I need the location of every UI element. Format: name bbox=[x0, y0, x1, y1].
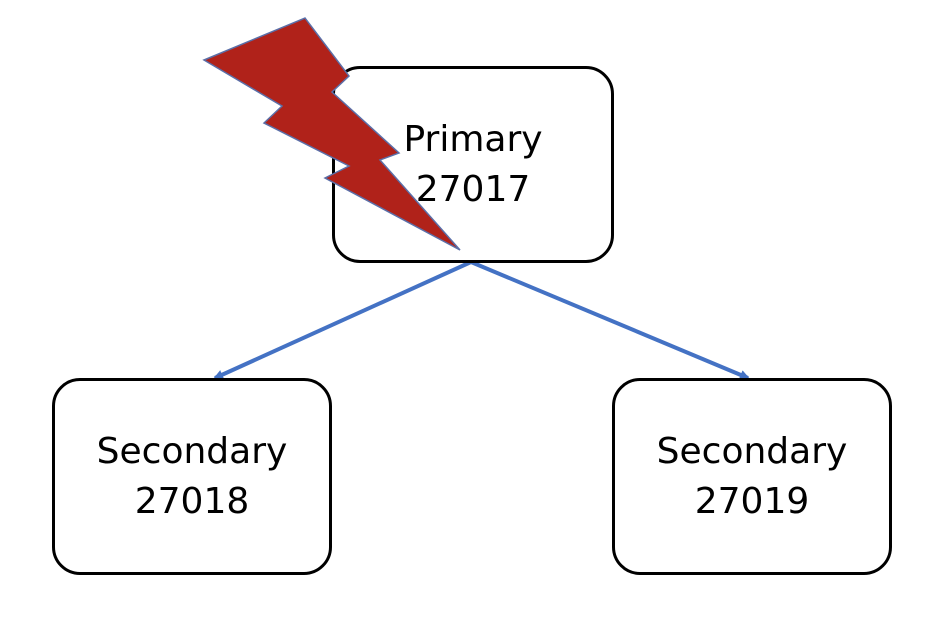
primary-node[interactable]: Primary 27017 bbox=[332, 66, 614, 263]
secondary-node-2[interactable]: Secondary 27019 bbox=[612, 378, 892, 575]
secondary-node-2-port: 27019 bbox=[694, 480, 810, 522]
arrow-primary-to-secondary-27019 bbox=[470, 260, 750, 380]
secondary-node-1-port: 27018 bbox=[134, 480, 250, 522]
secondary-node-2-role: Secondary bbox=[656, 430, 848, 472]
secondary-node-1[interactable]: Secondary 27018 bbox=[52, 378, 332, 575]
primary-node-role: Primary bbox=[403, 118, 543, 160]
primary-node-port: 27017 bbox=[415, 168, 531, 210]
secondary-node-1-role: Secondary bbox=[96, 430, 288, 472]
arrow-primary-to-secondary-27018 bbox=[213, 260, 472, 380]
